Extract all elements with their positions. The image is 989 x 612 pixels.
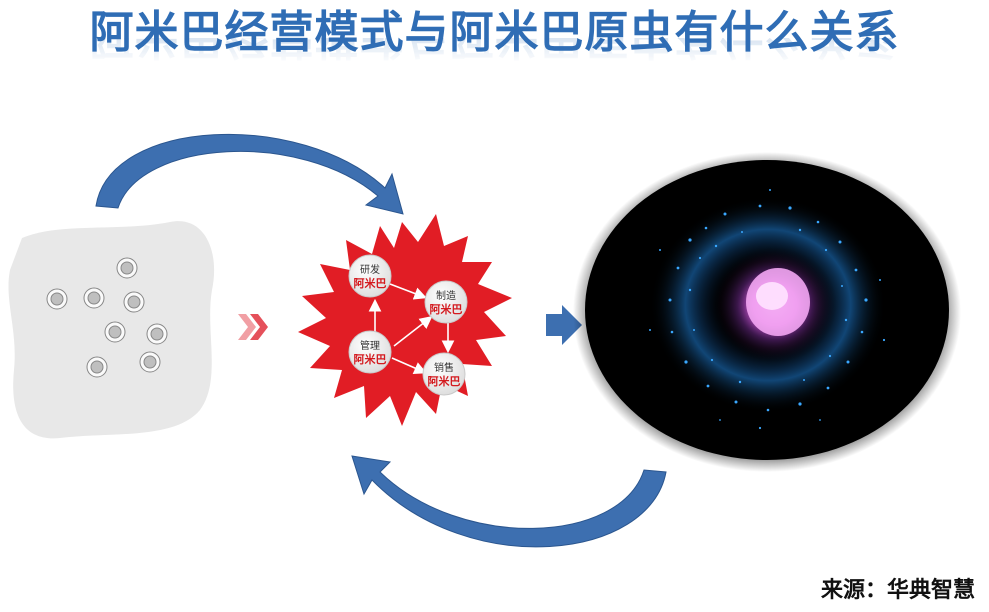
amoeba-cell-image	[573, 152, 961, 472]
blue-speckles	[649, 189, 886, 430]
node-tag: 阿米巴	[428, 374, 461, 388]
node-label: 销售	[434, 361, 454, 374]
top-curved-arrow	[95, 133, 404, 215]
cell-dot	[146, 323, 168, 345]
node-tag: 阿米巴	[354, 352, 387, 366]
title-block: 阿米巴经营模式与阿米巴原虫有什么关系 阿米巴经营模式与阿米巴原虫有什么关系	[0, 6, 989, 64]
red-burst: 研发 阿米巴 制造 阿米巴 管理 阿米巴 销售 阿米巴	[298, 214, 512, 426]
cell-dot	[139, 351, 161, 373]
cell-dot	[104, 321, 126, 343]
node-tag: 阿米巴	[430, 302, 463, 316]
flow-arrows	[368, 283, 455, 375]
cell-dot	[86, 356, 108, 378]
page-title: 阿米巴经营模式与阿米巴原虫有什么关系	[89, 7, 900, 58]
cell-dot	[83, 287, 105, 309]
unit-node-management: 管理 阿米巴	[348, 330, 392, 374]
node-label: 制造	[436, 289, 456, 302]
source-credit: 来源：华典智慧	[820, 578, 975, 603]
bottom-curved-arrow	[351, 455, 667, 548]
node-label: 研发	[360, 263, 380, 276]
unit-node-sales: 销售 阿米巴	[422, 352, 466, 396]
unit-node-manufacturing: 制造 阿米巴	[424, 280, 468, 324]
node-tag: 阿米巴	[354, 276, 387, 290]
cell-dots	[46, 257, 168, 378]
amoeba-blob	[8, 221, 215, 439]
right-arrow-icon	[546, 305, 582, 345]
cell-dot	[116, 257, 138, 279]
cell-dot	[46, 288, 68, 310]
cell-dot	[123, 291, 145, 313]
node-label: 管理	[360, 339, 380, 352]
unit-node-rd: 研发 阿米巴	[348, 254, 392, 298]
chevron-arrow-icon	[238, 314, 268, 340]
